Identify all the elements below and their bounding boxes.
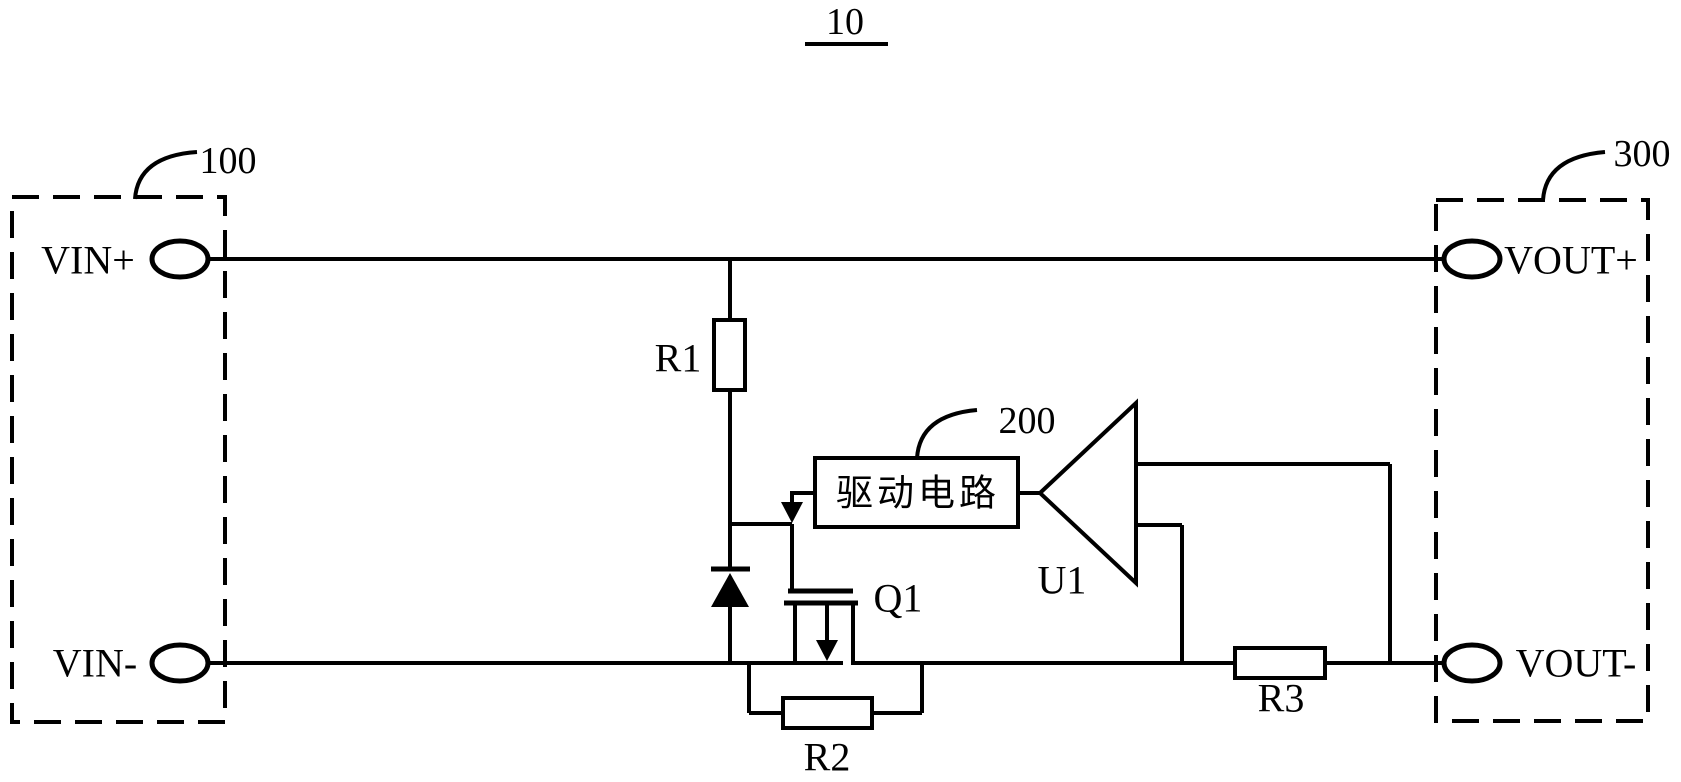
drive-arrowhead xyxy=(781,502,803,523)
drive-circuit-ref: 200 xyxy=(999,400,1056,442)
resistor-r3-body xyxy=(1233,646,1327,680)
label-vout-minus: VOUT- xyxy=(1516,641,1637,686)
output-block-ref: 300 xyxy=(1614,133,1671,175)
mosfet-arrowhead xyxy=(816,640,838,661)
terminal-vout-minus xyxy=(1441,642,1503,684)
label-r1: R1 xyxy=(655,336,702,381)
label-vin-plus: VIN+ xyxy=(41,238,135,283)
output-block-leader-line xyxy=(1541,150,1606,201)
label-r2: R2 xyxy=(804,735,851,780)
input-block-outline xyxy=(10,195,227,724)
drive-circuit-leader-line xyxy=(915,408,978,459)
label-r3: R3 xyxy=(1258,676,1305,721)
terminal-vin-minus xyxy=(149,642,211,684)
diode-anode-triangle xyxy=(711,573,749,607)
label-u1: U1 xyxy=(1038,558,1087,603)
terminal-vout-plus xyxy=(1441,238,1503,280)
terminal-vin-plus xyxy=(149,238,211,280)
drive-circuit-box xyxy=(813,456,1020,529)
output-block-outline xyxy=(1434,198,1650,723)
input-block-leader-line xyxy=(133,150,198,200)
label-vin-minus: VIN- xyxy=(53,641,137,686)
label-vout-plus: VOUT+ xyxy=(1504,238,1638,283)
resistor-r1-body xyxy=(712,318,747,392)
resistor-r2-body xyxy=(781,696,874,730)
figure-number: 10 xyxy=(826,1,864,43)
input-block-ref: 100 xyxy=(200,140,257,182)
comparator-u1-triangle xyxy=(1037,398,1138,588)
drive-circuit-label: 驱动电路 xyxy=(836,474,1000,515)
label-q1: Q1 xyxy=(874,576,923,621)
